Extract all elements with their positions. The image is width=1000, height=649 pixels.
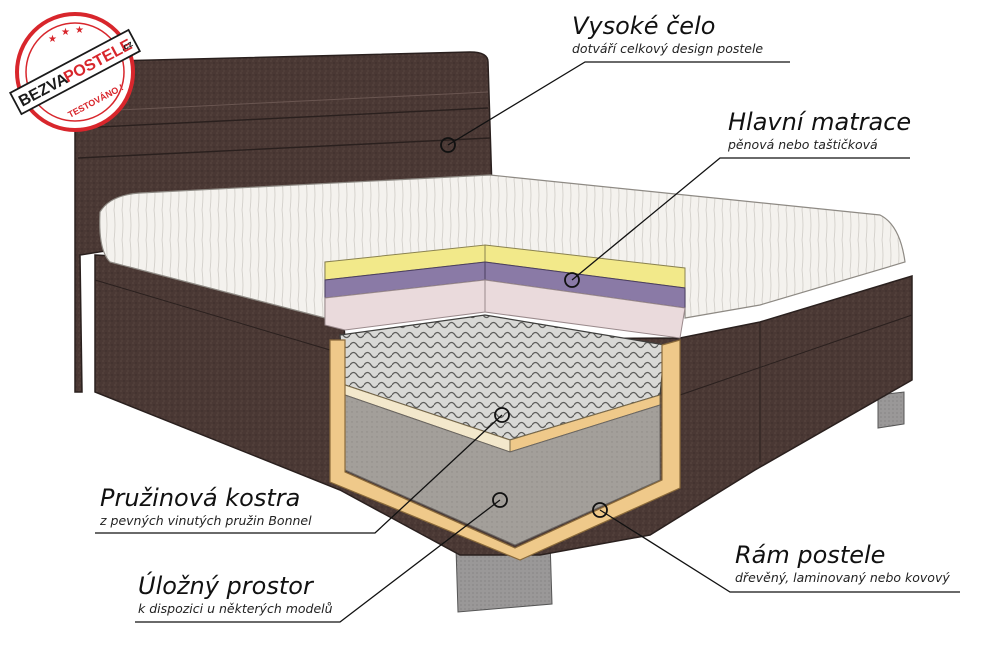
callout-bed-frame: Rám postele dřevěný, laminovaný nebo kov… (735, 541, 950, 587)
bezvapostele-logo: ★ ★ ★ BEZVA POSTELE .cz TESTOVÁNO ! (8, 12, 142, 132)
leader-spring-frame (95, 414, 503, 534)
svg-text:★: ★ (48, 34, 57, 45)
leader-headboard (447, 61, 790, 146)
marker-mattress (564, 272, 580, 288)
callout-leader-lines (95, 61, 960, 623)
svg-text:★: ★ (61, 27, 70, 38)
leader-bed-frame (599, 509, 960, 593)
logo-stars-icon: ★ ★ ★ (48, 25, 84, 45)
svg-text:★: ★ (75, 25, 84, 36)
callout-bed-frame-subtitle: dřevěný, laminovaný nebo kovový (735, 570, 950, 585)
callout-mattress-subtitle: pěnová nebo taštičková (728, 137, 878, 152)
marker-bed-frame (592, 502, 608, 518)
callout-headboard: Vysoké čelo dotváří celkový design poste… (572, 12, 763, 58)
callout-headboard-subtitle: dotváří celkový design postele (572, 41, 764, 56)
callout-markers (440, 137, 608, 518)
leader-storage (135, 499, 501, 623)
mattress-foam-layers (324, 244, 686, 339)
callout-mattress: Hlavní matrace pěnová nebo taštičková (728, 108, 911, 154)
callout-storage-subtitle: k dispozici u některých modelů (138, 601, 333, 616)
marker-storage (492, 492, 508, 508)
callout-mattress-title: Hlavní matrace (728, 108, 912, 136)
callout-storage: Úložný prostor k dispozici u některých m… (138, 572, 333, 618)
callout-spring-frame-title: Pružinová kostra (100, 484, 301, 512)
callout-storage-title: Úložný prostor (138, 572, 313, 600)
callout-bed-frame-title: Rám postele (735, 541, 886, 569)
spring-frame (339, 314, 666, 453)
leader-mattress (571, 157, 910, 281)
callout-spring-frame: Pružinová kostra z pevných vinutých pruž… (100, 484, 312, 530)
callout-headboard-title: Vysoké čelo (572, 12, 716, 40)
marker-spring-frame (494, 407, 510, 423)
marker-headboard (440, 137, 456, 153)
storage-compartment (329, 339, 681, 561)
callout-spring-frame-subtitle: z pevných vinutých pružin Bonnel (100, 513, 312, 528)
